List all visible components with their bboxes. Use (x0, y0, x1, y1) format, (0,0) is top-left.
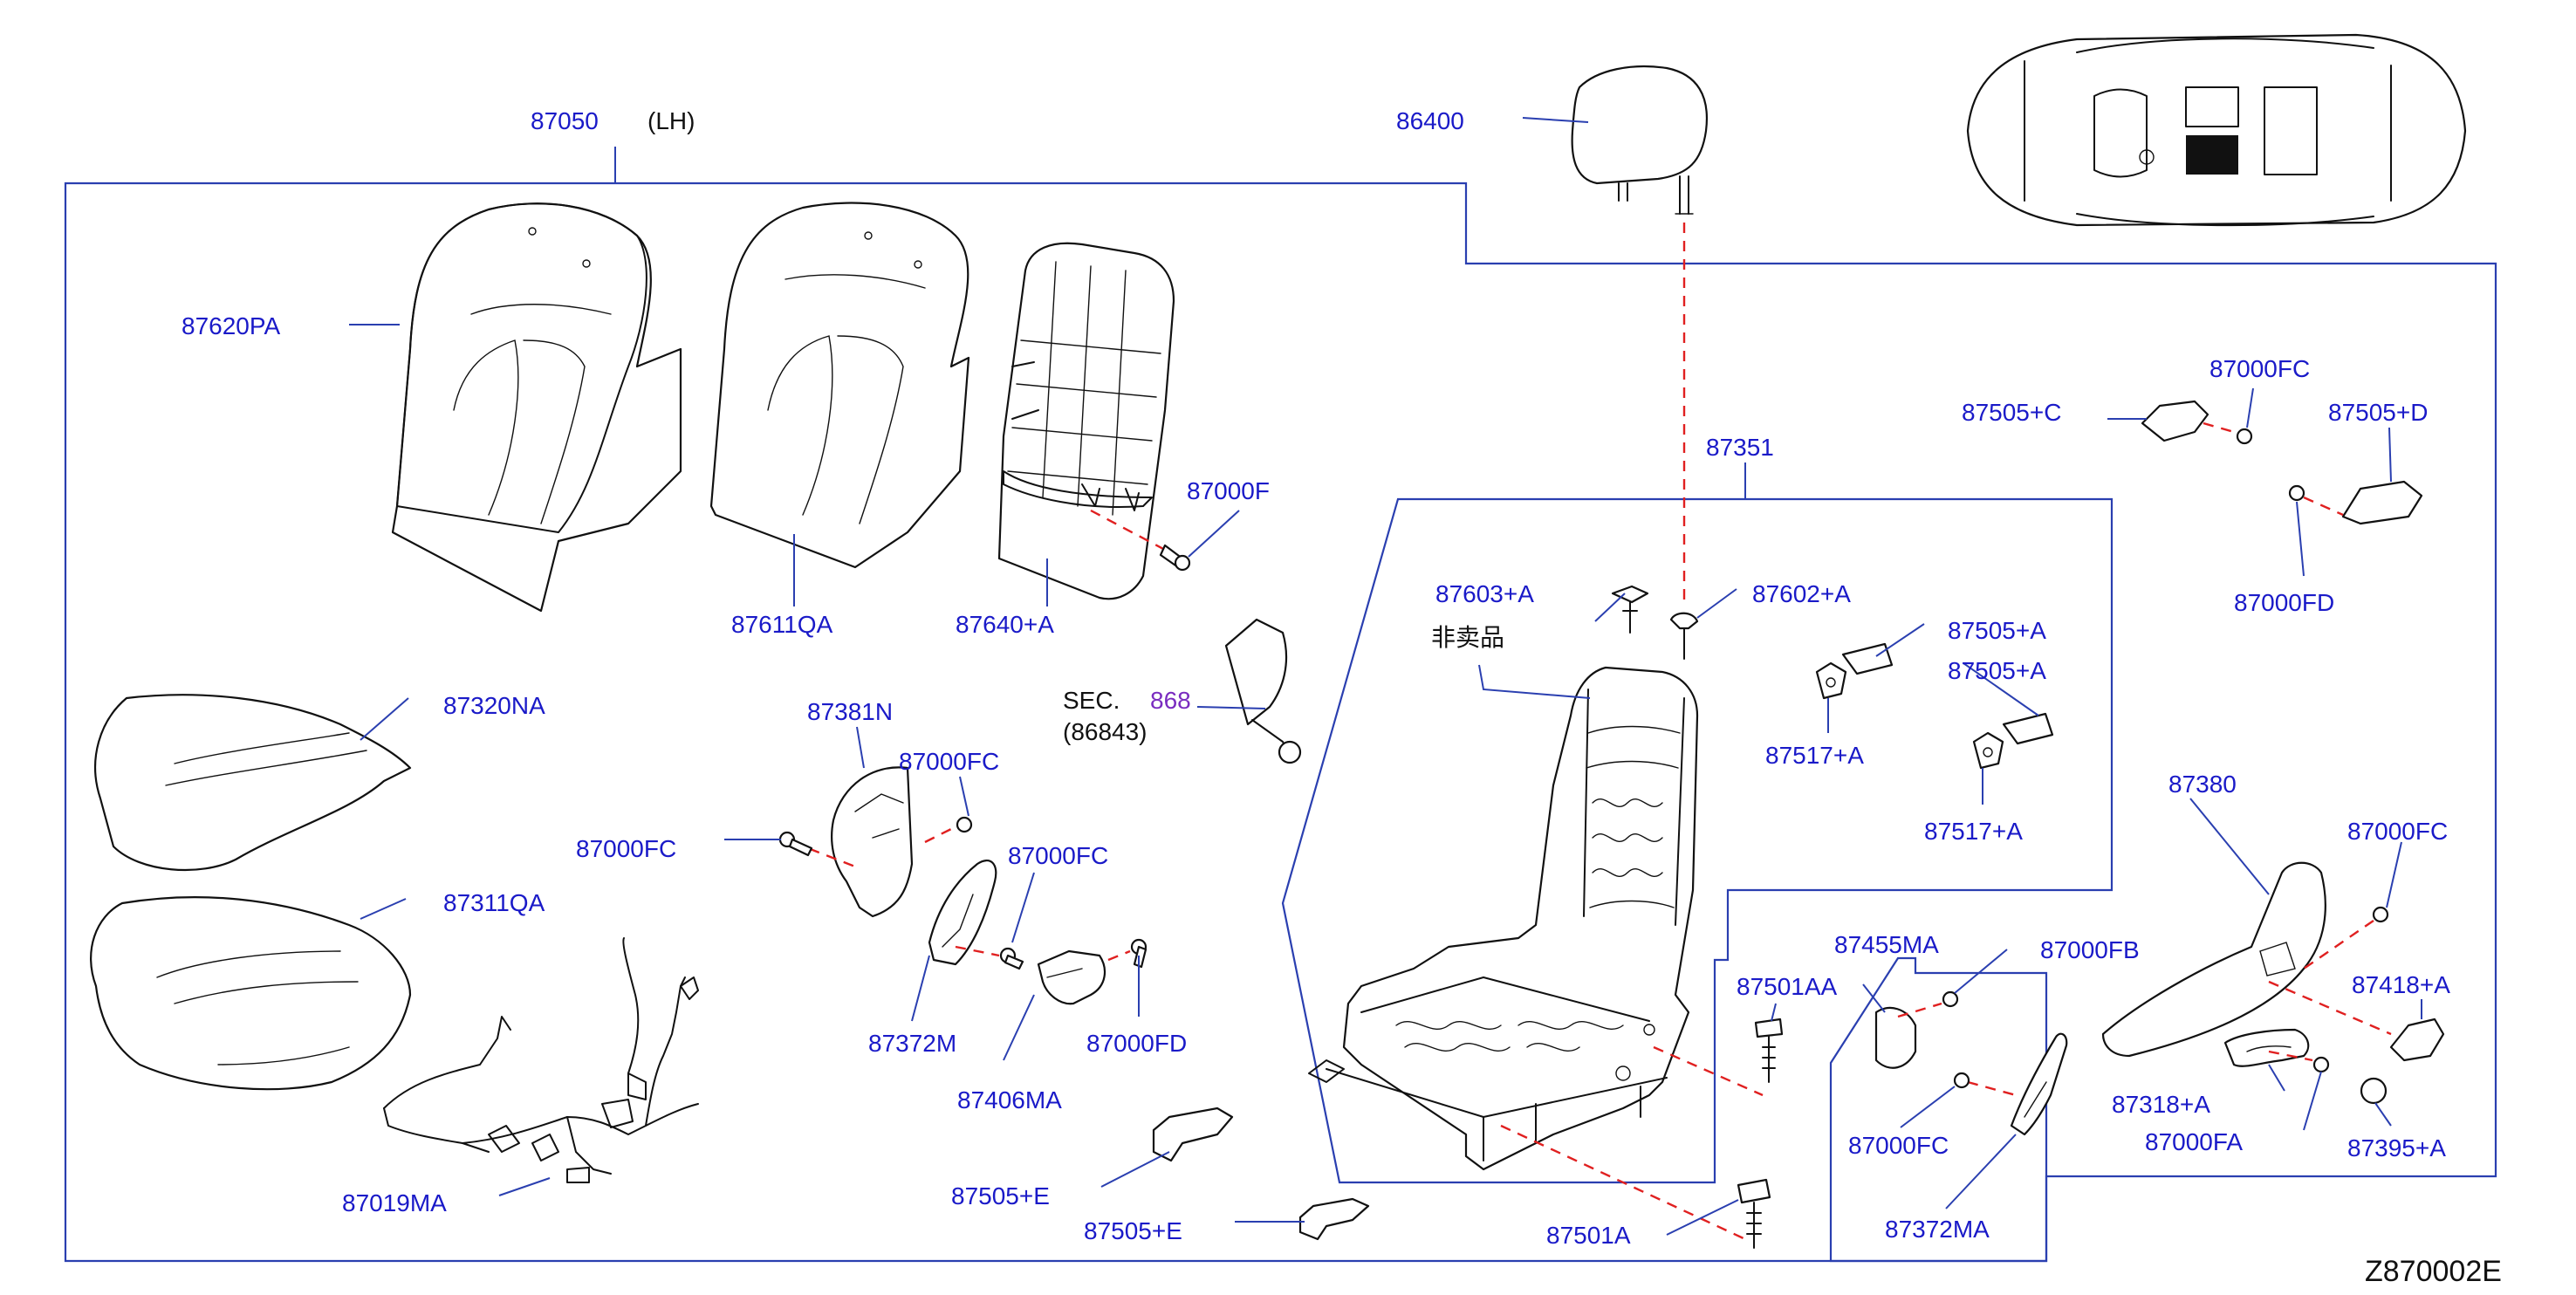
car-locator-highlight (2186, 135, 2238, 175)
not-sold-note: 非卖品 (1431, 623, 1504, 652)
bolt-87000f-icon (1090, 509, 1191, 572)
bolt-87501a-icon (1737, 1178, 1771, 1249)
knob-87418a-icon (2389, 1018, 2445, 1062)
label-87318a: 87318+A (2112, 1091, 2210, 1118)
bolt-87000fb-icon (1897, 990, 1959, 1018)
seatbelt-buckle-icon (1224, 618, 1302, 764)
label-87320na: 87320NA (443, 692, 545, 719)
cap-87395a-icon (2360, 1077, 2388, 1105)
label-87505a-2: 87505+A (1948, 657, 2046, 684)
bolt-87000fd-right-icon (2288, 484, 2344, 517)
label-87620pa: 87620PA (182, 312, 280, 339)
cover-87505a-lower-icon (2002, 712, 2054, 745)
label-87395a: 87395+A (2347, 1134, 2446, 1161)
bolt-87000fc-lower-icon (955, 945, 1024, 970)
bolt-87000fc-right-upper-icon (2203, 421, 2253, 445)
bolt-87000fc-recliner-icon (1953, 1072, 2017, 1097)
seat-back-cover-icon (391, 202, 682, 613)
label-86400: 86400 (1396, 107, 1464, 134)
section-ref-sub: (86843) (1063, 718, 1148, 745)
clip-87602a-icon (1669, 612, 1699, 660)
label-87505e-2: 87505+E (1084, 1217, 1182, 1244)
handle-87318a-icon (2223, 1028, 2310, 1067)
label-87000fc-5: 87000FC (2347, 818, 2448, 845)
clip-87517a-upper-icon (1815, 661, 1847, 700)
label-87603a: 87603+A (1435, 580, 1534, 607)
label-87611qa: 87611QA (731, 611, 833, 638)
cover-87505a-upper-icon (1841, 642, 1894, 675)
label-87000fc-6: 87000FC (1848, 1132, 1949, 1159)
recliner-knob-left-icon (928, 860, 997, 966)
wire-harness-icon (383, 937, 699, 1183)
recliner-cover-87455ma-icon (1874, 1006, 1917, 1069)
bolt-87000fa-icon (2268, 1050, 2330, 1073)
label-87517a-2: 87517+A (1924, 818, 2023, 845)
seat-track-cover-87505e-upper-icon (1152, 1107, 1234, 1162)
seat-track-cover-87505e-lower-icon (1298, 1197, 1370, 1241)
recliner-lever-87372ma-icon (2010, 1032, 2068, 1136)
label-87406ma: 87406MA (957, 1086, 1062, 1113)
bolt-87000fc-upper-icon (924, 816, 973, 844)
seat-assembly-border (64, 182, 2497, 1263)
clip-87603a-icon (1611, 585, 1649, 634)
clip-87517a-lower-icon (1972, 731, 2004, 770)
assembly-part-label: 87050 (531, 107, 599, 134)
label-87505d: 87505+D (2328, 399, 2428, 426)
car-locator-icon (1966, 33, 2467, 227)
label-87380: 87380 (2168, 771, 2237, 798)
cover-87505c-icon (2141, 400, 2209, 442)
section-ref-number[interactable]: 868 (1150, 687, 1191, 714)
label-87381n: 87381N (807, 698, 893, 725)
label-87311qa: 87311QA (443, 889, 545, 916)
seat-cushion-pad-icon (90, 896, 412, 1091)
bolt-87501aa-icon (1754, 1018, 1784, 1083)
label-87000fd-2: 87000FD (2234, 589, 2334, 616)
label-87372ma: 87372MA (1885, 1216, 1990, 1243)
bolt-87000fc-left-icon (778, 831, 860, 870)
label-87000fc-3: 87000FC (1008, 842, 1108, 869)
recliner-group-border (1829, 956, 2048, 1263)
label-87000fd-1: 87000FD (1086, 1030, 1187, 1057)
bolt-87000fd-left-icon (1107, 938, 1148, 969)
label-87000f: 87000F (1187, 477, 1270, 504)
label-87640a: 87640+A (956, 611, 1054, 638)
label-87501a: 87501A (1546, 1222, 1631, 1249)
seat-side-shield-icon (2101, 861, 2326, 1058)
label-87505e-1: 87505+E (951, 1182, 1050, 1209)
label-87501aa: 87501AA (1737, 973, 1838, 1000)
label-87351: 87351 (1706, 434, 1774, 461)
label-87000fc-2: 87000FC (576, 835, 676, 862)
label-87000fb: 87000FB (2040, 936, 2140, 963)
label-87372m: 87372M (868, 1030, 956, 1057)
seat-back-board-icon (997, 242, 1175, 600)
label-87517a-1: 87517+A (1765, 742, 1864, 769)
headrest-icon (1571, 65, 1708, 215)
label-87505a-1: 87505+A (1948, 617, 2046, 644)
label-87418a: 87418+A (2352, 971, 2450, 998)
seat-frame-group-border (1281, 497, 2114, 1184)
seat-frame-icon (1308, 666, 1699, 1171)
cover-87505d-icon (2341, 480, 2423, 525)
seat-cushion-cover-icon (94, 694, 412, 872)
bolt-87000fc-right-lower-icon (2303, 906, 2389, 970)
seat-back-pad-icon (709, 202, 970, 569)
label-87455ma: 87455MA (1834, 931, 1939, 958)
label-87000fc-4: 87000FC (2209, 355, 2310, 382)
label-87505c: 87505+C (1962, 399, 2061, 426)
seat-side-cover-icon (831, 766, 914, 918)
assembly-side-label: (LH) (647, 107, 695, 134)
diagram-code: Z870002E (2365, 1255, 2502, 1288)
label-87019ma: 87019MA (342, 1189, 447, 1216)
label-87000fc-1: 87000FC (899, 748, 999, 775)
section-ref-prefix: SEC. (1063, 687, 1120, 714)
seat-trim-87406ma-icon (1037, 949, 1106, 1005)
label-87000fa: 87000FA (2145, 1128, 2243, 1155)
label-87602a: 87602+A (1752, 580, 1851, 607)
